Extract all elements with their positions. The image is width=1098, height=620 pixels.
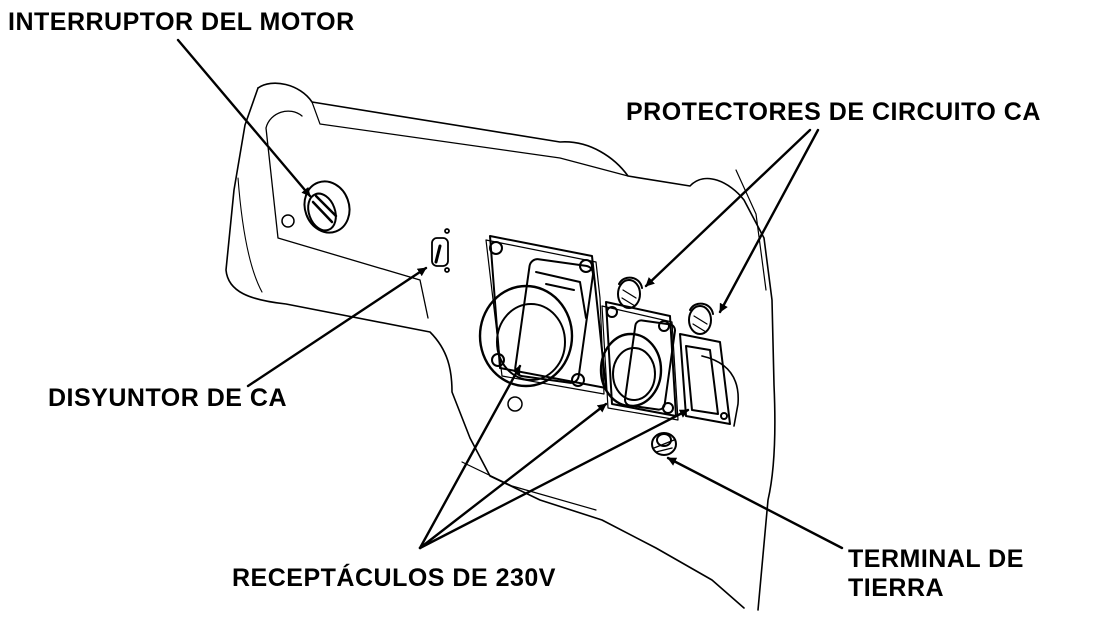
receptacle-230v-large [478,235,607,395]
ground-terminal-label: TERMINAL DE TIERRA [848,545,1024,603]
circuit-protector-left [617,276,643,309]
panel-housing [225,82,776,611]
covered-outlet [679,333,739,427]
ac-breaker-toggle [431,228,450,273]
receptacle-230v-small [599,301,679,421]
ground-terminal [651,432,677,456]
leader-arrows [176,38,844,550]
ground-terminal-label-line1: TERMINAL DE [848,545,1024,573]
engine-switch-knob [303,180,351,234]
ac-breaker-label: DISYUNTOR DE CA [48,384,288,412]
engine-switch-label: INTERRUPTOR DEL MOTOR [8,8,355,36]
circuit-protector-right [688,302,714,335]
receptacles-label: RECEPTÁCULOS DE 230V [232,564,556,592]
circuit-protectors-label: PROTECTORES DE CIRCUITO CA [626,98,1041,126]
ground-terminal-label-line2: TIERRA [848,574,945,602]
